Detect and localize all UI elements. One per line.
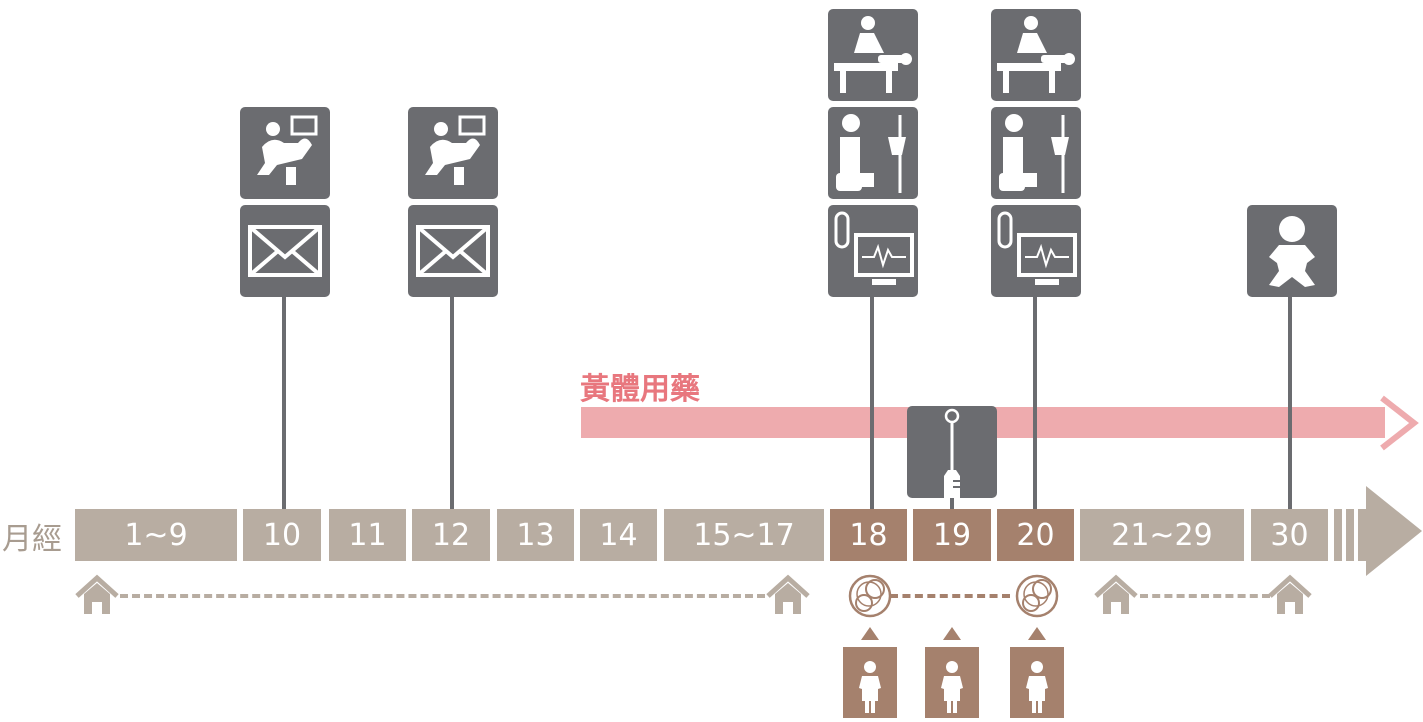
event-icon-box [828,9,918,101]
massage-treatment-icon [834,16,912,93]
day-cell: 21~29 [1080,509,1244,561]
home-icon [75,574,119,614]
pregnant-woman-icon [859,661,881,713]
day-cell: 18 [830,509,907,561]
ultrasound-exam-icon [425,115,486,185]
day-cell: 19 [913,509,991,561]
pregnant-woman-box [843,647,897,718]
syringe-icon [944,408,960,498]
event-icon-box [828,205,918,297]
day-cell: 11 [329,509,406,561]
egg-period-dashed-line [890,594,1010,598]
connector-line [1033,290,1037,509]
pregnant-woman-icon [1026,661,1048,713]
connector-line [282,290,286,509]
pregnant-woman-box [1010,647,1064,718]
home-icon [766,574,810,614]
iv-infusion-icon [999,114,1069,193]
timeline-end-bar [1334,509,1342,561]
envelope-icon [248,225,322,277]
connector-line [870,290,874,509]
day-cell: 14 [580,509,657,561]
embryo-icon [1015,574,1059,618]
lab-monitor-icon [997,211,1077,285]
event-icon-box [991,9,1081,101]
baby-icon [1269,216,1315,287]
timeline-arrow-icon [1366,486,1422,576]
ultrasound-exam-icon [257,115,318,185]
event-icon-box [240,205,330,297]
event-icon-box [991,205,1081,297]
event-icon-box [408,205,498,297]
envelope-icon [416,225,490,277]
connector-line [1288,290,1292,509]
pregnant-woman-box [925,647,979,718]
day-cell: 30 [1251,509,1328,561]
syringe-box [907,406,997,498]
pregnant-woman-icon [941,661,963,713]
home-period-dashed-line [1140,594,1270,598]
event-icon-box [240,107,330,199]
medication-label: 黃體用藥 [580,372,700,407]
up-triangle-icon [1028,627,1046,640]
timeline-label: 月經 [2,522,62,557]
home-period-dashed-line [120,594,765,598]
home-icon [1094,574,1138,614]
event-icon-box [1247,205,1337,297]
event-icon-box [408,107,498,199]
timeline-end-bar [1358,509,1366,561]
day-cell: 10 [243,509,321,561]
lab-monitor-icon [834,211,914,285]
day-cell: 15~17 [664,509,824,561]
up-triangle-icon [943,627,961,640]
iv-infusion-icon [836,114,906,193]
day-cell: 1~9 [75,509,237,561]
event-icon-box [828,107,918,199]
home-icon [1268,574,1312,614]
connector-line [950,498,954,509]
up-triangle-icon [861,627,879,640]
day-cell: 20 [997,509,1074,561]
connector-line [450,290,454,509]
day-cell: 13 [497,509,574,561]
timeline-end-bar [1346,509,1354,561]
event-icon-box [991,107,1081,199]
embryo-icon [848,574,892,618]
day-cell: 12 [412,509,490,561]
massage-treatment-icon [997,16,1075,93]
medication-arrow-icon [1380,395,1419,451]
